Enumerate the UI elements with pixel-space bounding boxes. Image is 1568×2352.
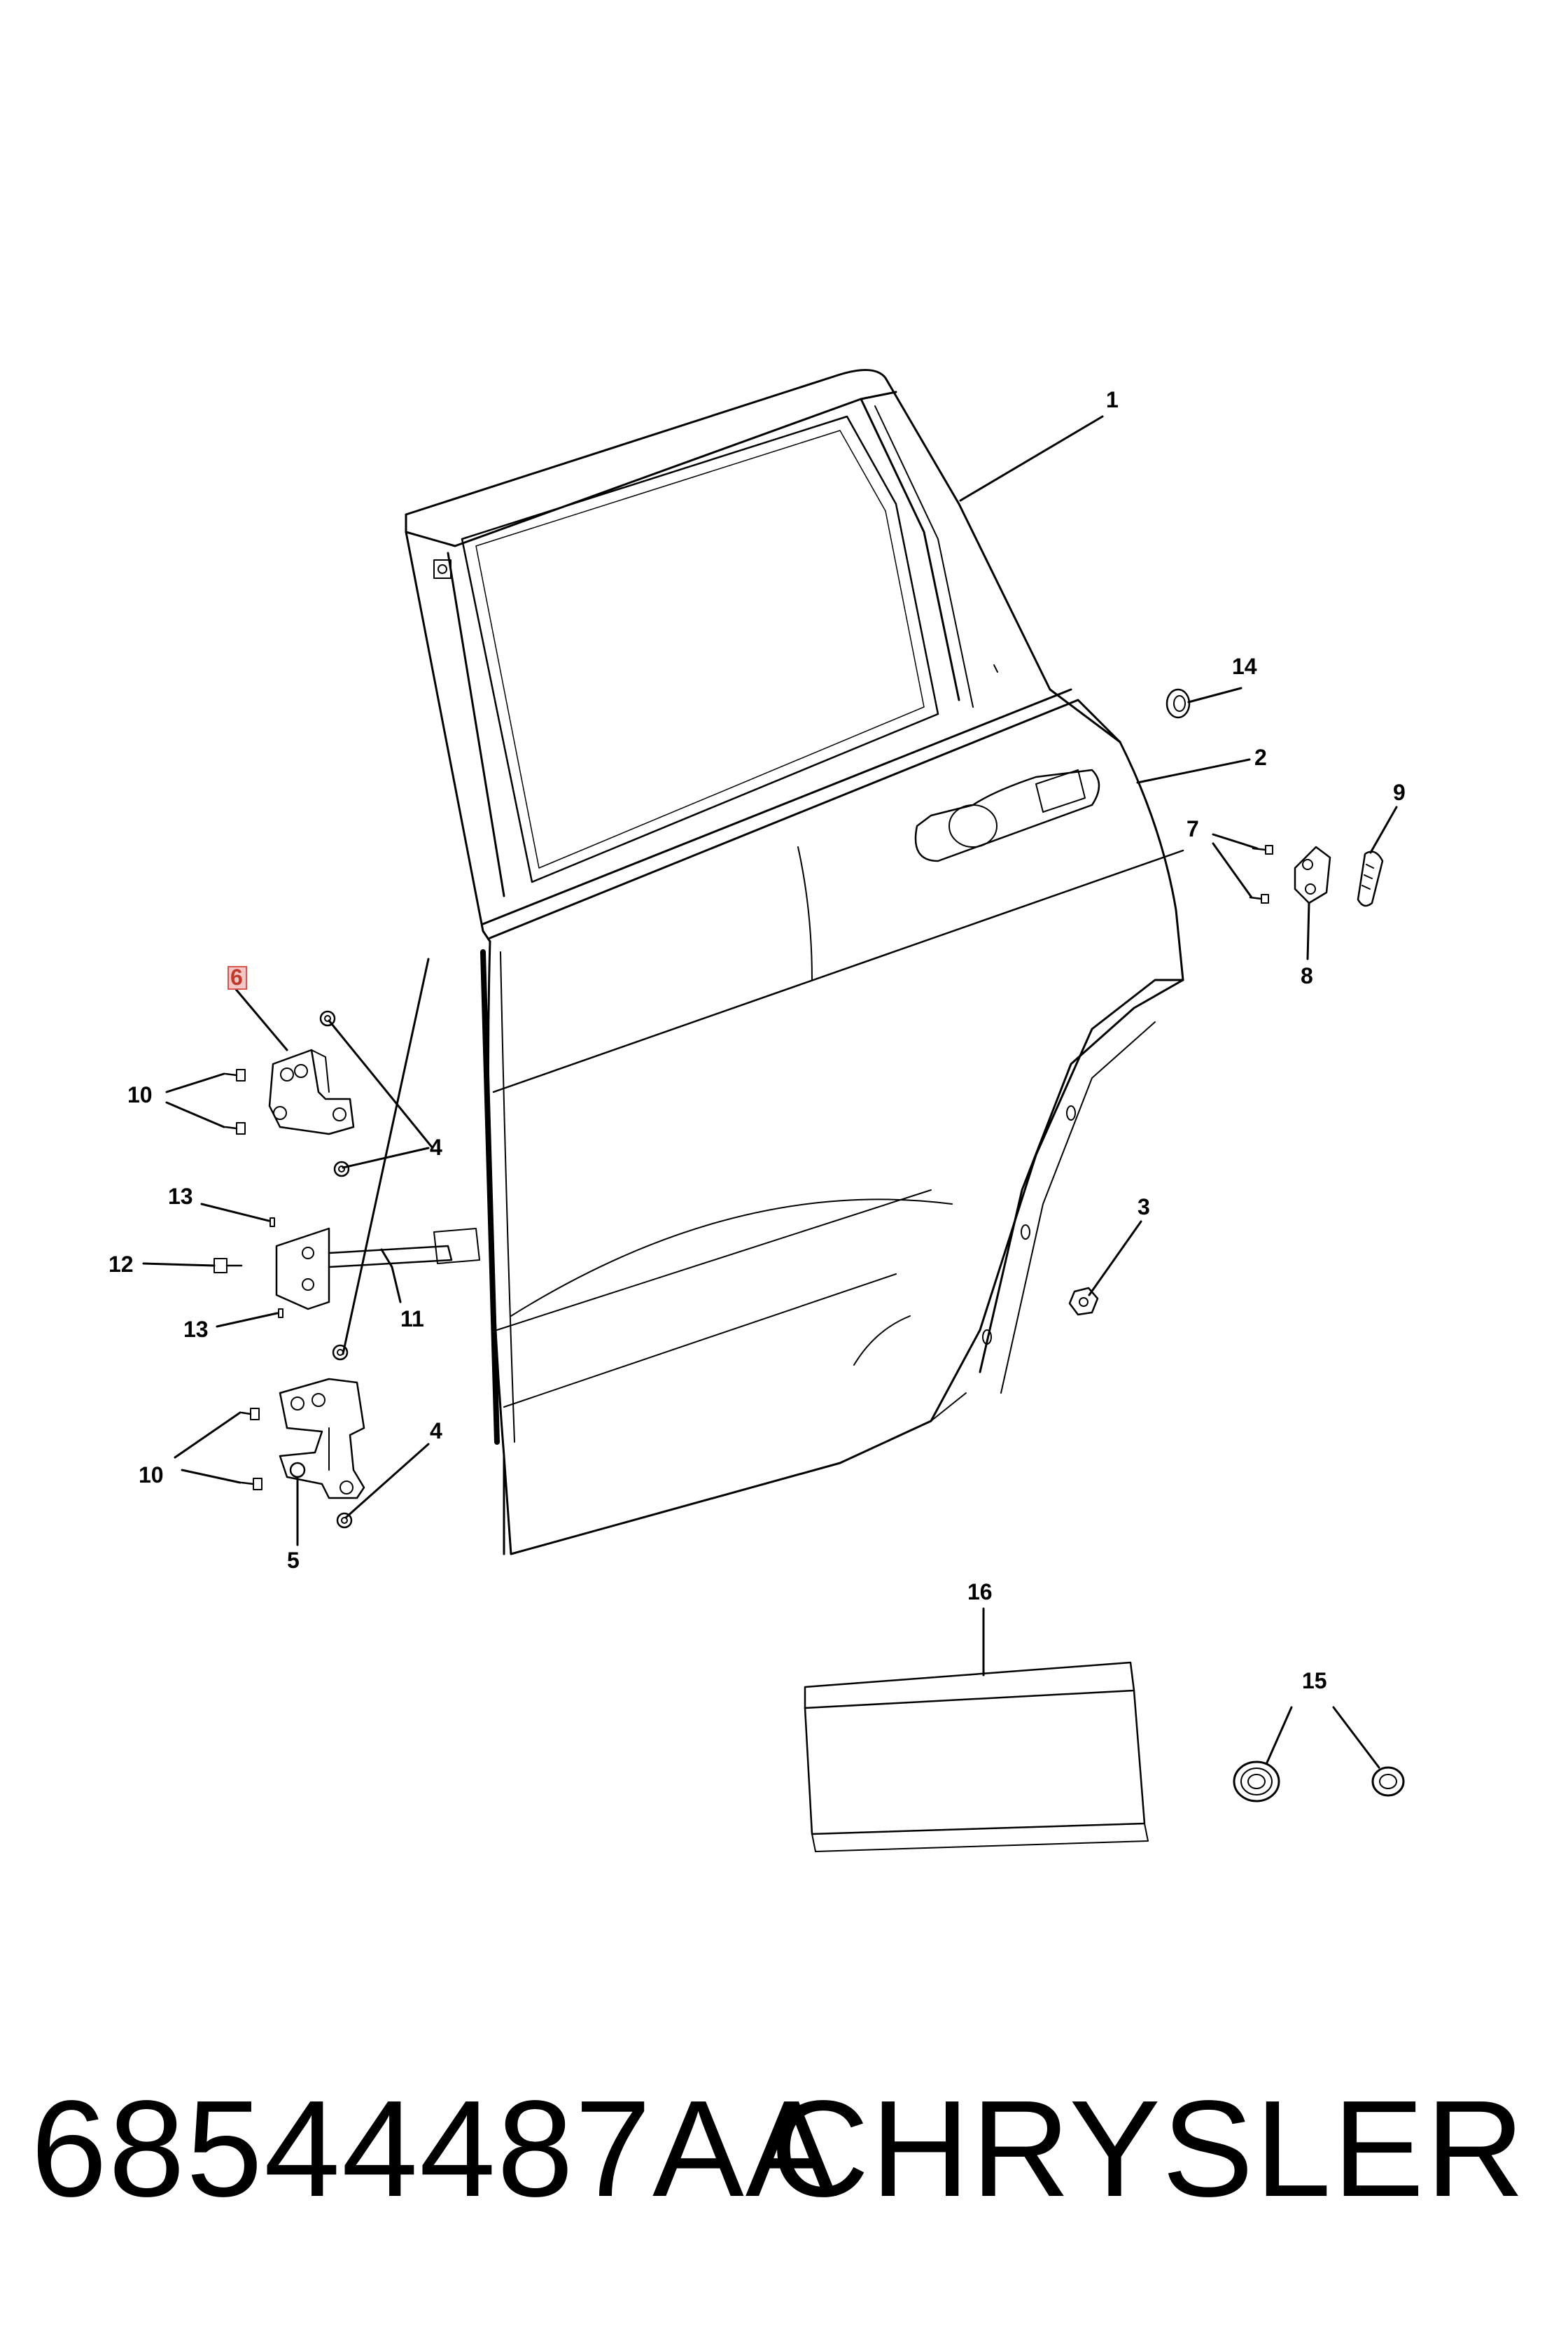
callout-6-highlight (227, 966, 247, 990)
footer: 68544487AA CHRYSLER (0, 2058, 1568, 2240)
callout-3: 3 (1138, 1194, 1150, 1219)
callout-10: 10 (127, 1082, 153, 1107)
door-tape (804, 1661, 1149, 1852)
callout-4: 4 (430, 1418, 442, 1443)
callout-11: 11 (400, 1306, 424, 1331)
plug (1166, 688, 1191, 719)
brand-name: CHRYSLER (770, 2072, 1526, 2225)
callout-15: 15 (1302, 1668, 1327, 1693)
door-shell (405, 369, 1184, 1555)
striker-shim (1357, 850, 1384, 907)
callout-2: 2 (1254, 745, 1267, 770)
callout-labels: 1 2 3 4 4 5 6 7 8 9 10 10 11 12 13 13 14… (108, 387, 1406, 1693)
check-screw (270, 1217, 284, 1318)
callout-13: 13 (183, 1317, 209, 1342)
upper-hinge (268, 1049, 355, 1135)
callout-14: 14 (1232, 654, 1257, 679)
hinge-bolt (224, 1069, 262, 1490)
grommet (1233, 1760, 1405, 1802)
nut (1068, 1287, 1099, 1316)
callout-6: 6 (230, 965, 243, 990)
callout-7: 7 (1186, 816, 1199, 841)
striker (1294, 846, 1331, 904)
callout-1: 1 (1106, 387, 1119, 412)
callout-10: 10 (139, 1462, 164, 1488)
callout-8: 8 (1301, 963, 1313, 988)
callout-13: 13 (168, 1184, 193, 1209)
check-bolt (214, 1258, 243, 1273)
door-check-strap (275, 1227, 480, 1310)
callout-5: 5 (287, 1548, 300, 1573)
callout-9: 9 (1393, 780, 1406, 805)
callout-4: 4 (430, 1135, 442, 1160)
hinge-nut (319, 1010, 353, 1529)
part-number: 68544487AA (31, 2072, 839, 2225)
leader-lines (142, 415, 1398, 1769)
lower-hinge (279, 1378, 365, 1499)
callout-12: 12 (108, 1252, 134, 1277)
striker-screw (1249, 845, 1273, 904)
callout-16: 16 (967, 1579, 993, 1604)
